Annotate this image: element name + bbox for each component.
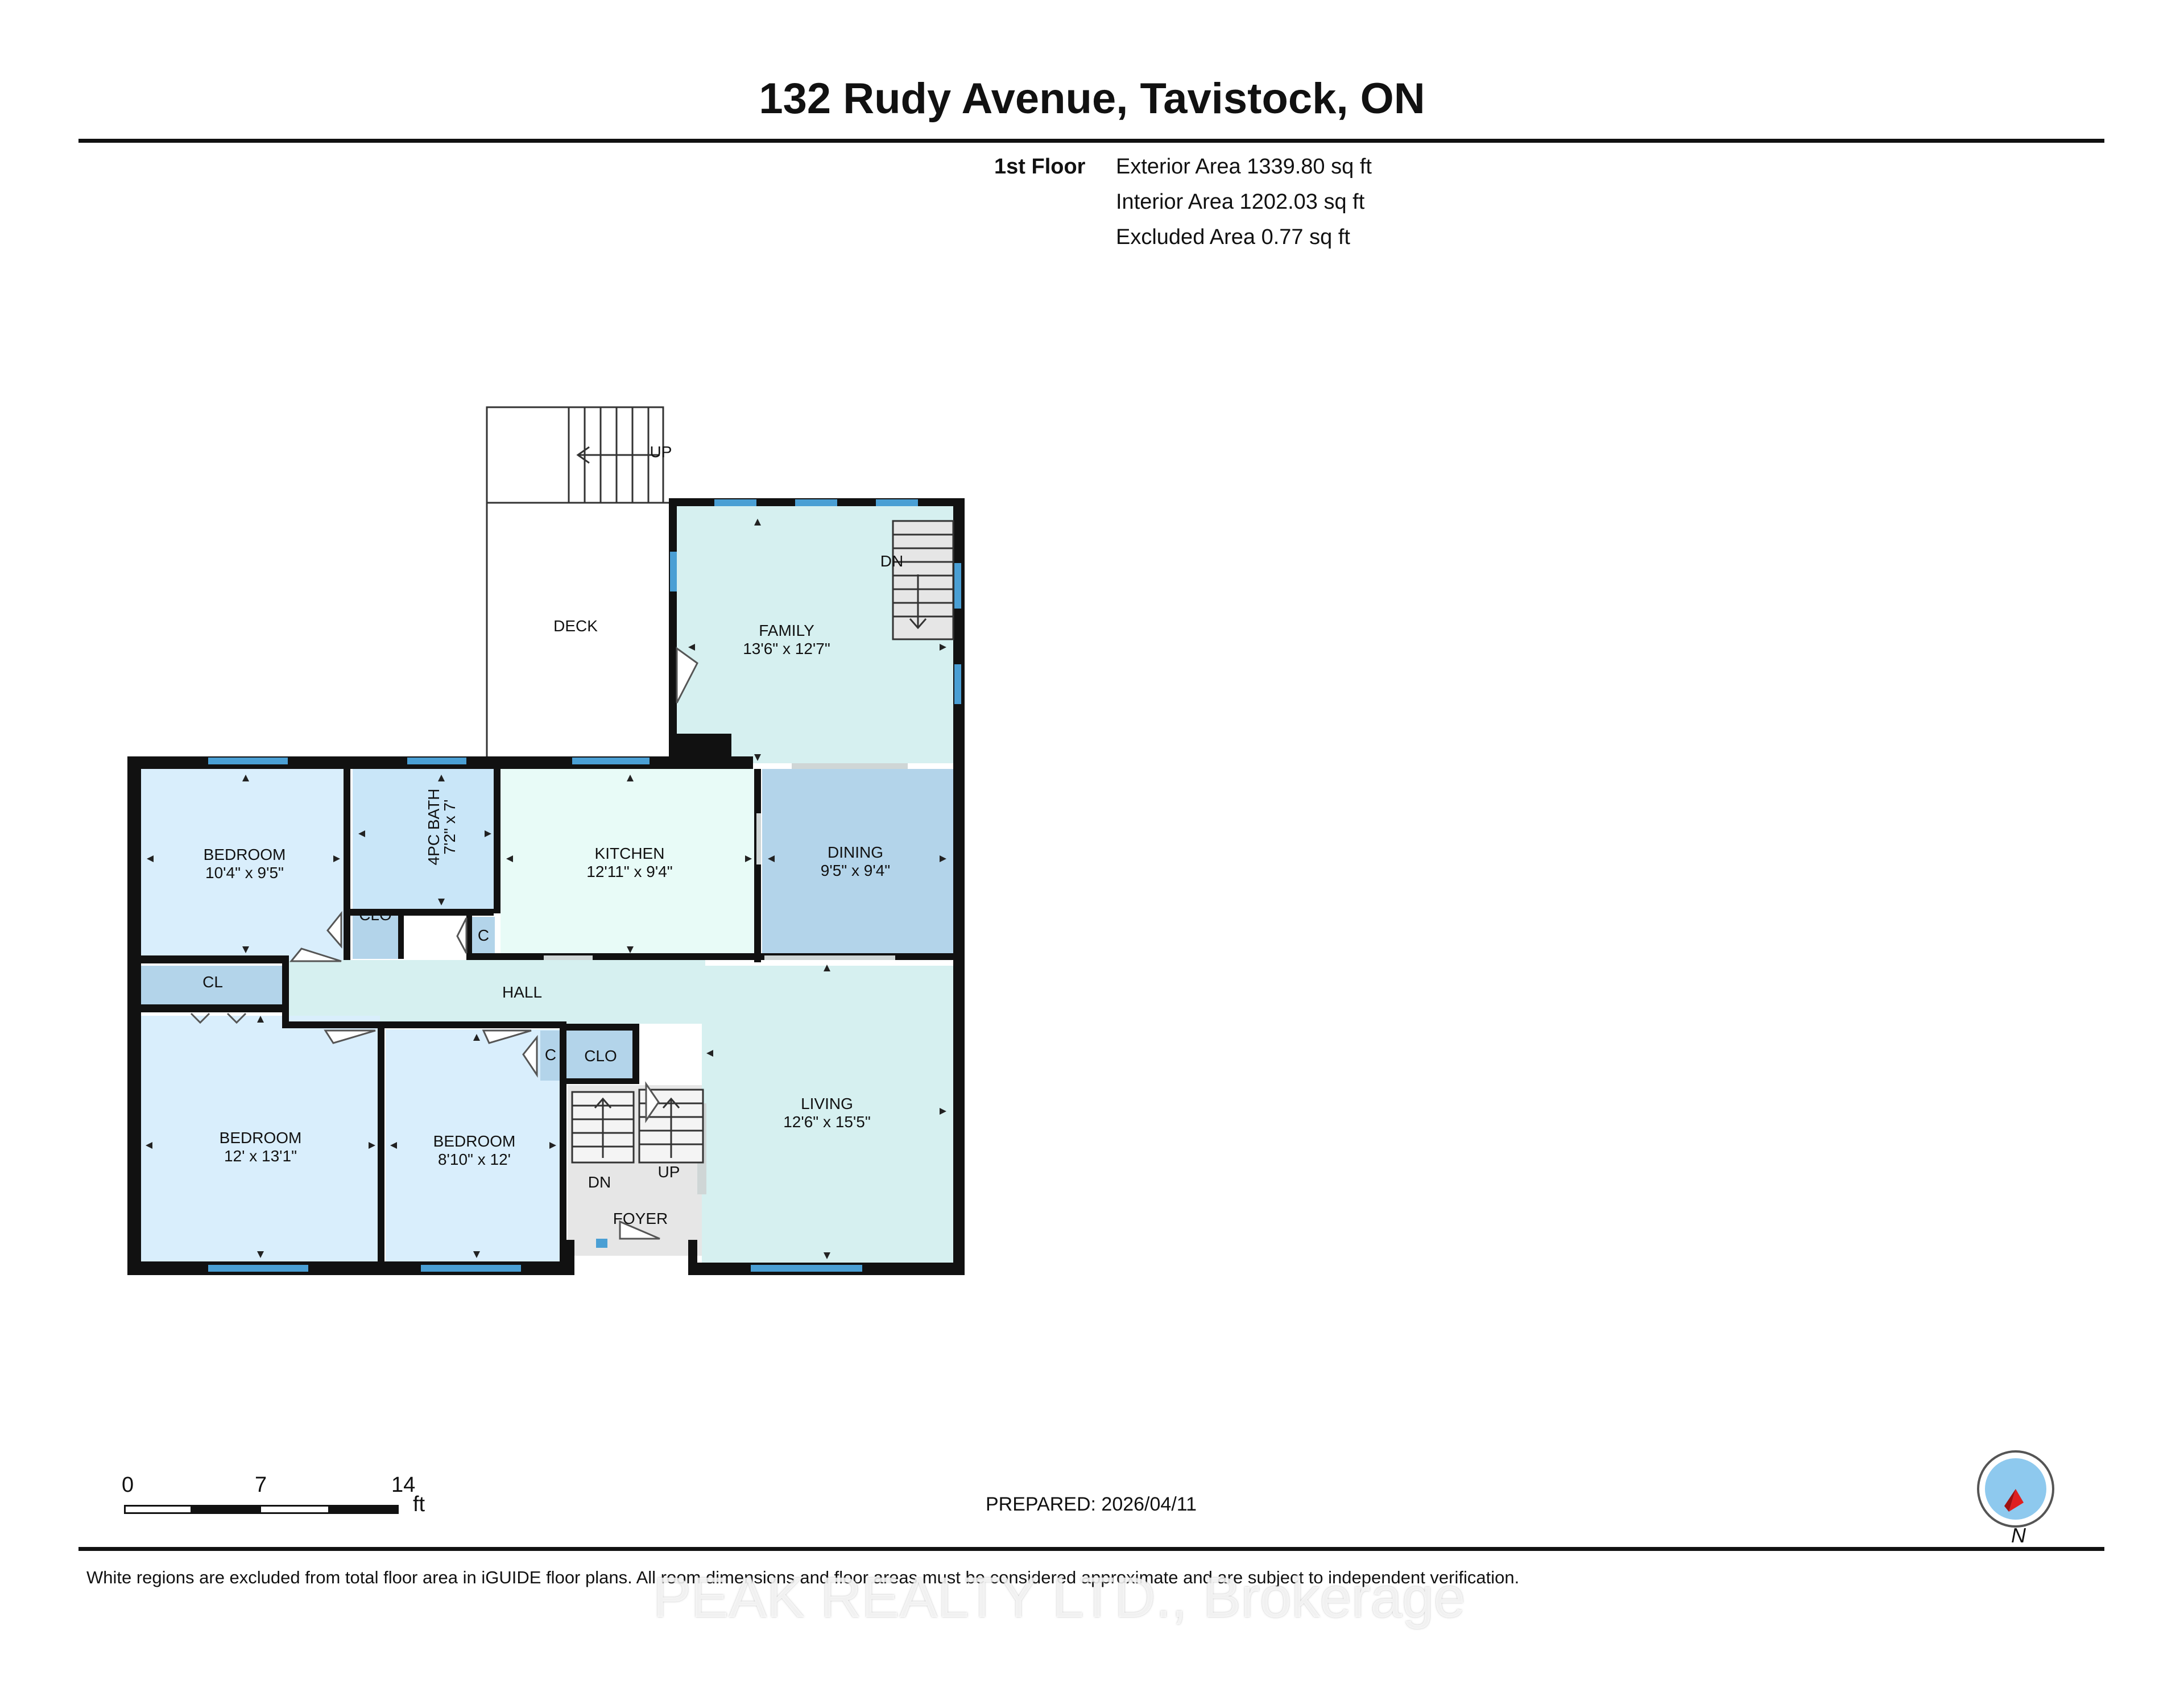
scale-segment bbox=[259, 1505, 330, 1514]
dimension-markers bbox=[146, 519, 946, 1259]
windows bbox=[208, 499, 961, 1272]
dining-label: DINING bbox=[828, 843, 883, 861]
family-label: FAMILY bbox=[759, 622, 814, 639]
interior-walls bbox=[141, 769, 965, 1266]
exterior-area: Exterior Area 1339.80 sq ft bbox=[1116, 155, 1372, 179]
scale-unit: ft bbox=[413, 1492, 425, 1516]
living-dims: 12'6" x 15'5" bbox=[783, 1113, 871, 1131]
bedroom-sw-dims: 12' x 13'1" bbox=[224, 1147, 297, 1165]
scale-tick-7: 7 bbox=[255, 1473, 267, 1497]
hall-label: HALL bbox=[502, 983, 542, 1001]
foyer-stairs bbox=[571, 1089, 704, 1164]
bedroom-nw-label: BEDROOM bbox=[204, 846, 286, 863]
interior-area: Interior Area 1202.03 sq ft bbox=[1116, 190, 1365, 214]
living-room bbox=[702, 966, 961, 1267]
clo-2-label: CLO bbox=[584, 1047, 617, 1065]
deck-stairs bbox=[568, 407, 660, 503]
clo-1-label: CLO bbox=[359, 906, 392, 924]
header-rule bbox=[78, 139, 2104, 143]
bath-room bbox=[353, 769, 495, 909]
scale-segment bbox=[191, 1505, 261, 1514]
footer-rule bbox=[78, 1547, 2104, 1551]
foyer-label: FOYER bbox=[613, 1210, 668, 1227]
scale-segment bbox=[328, 1505, 399, 1514]
closet-c-1 bbox=[472, 917, 495, 958]
living-label: LIVING bbox=[801, 1095, 853, 1112]
deck-up-label: UP bbox=[650, 443, 672, 461]
deck-area bbox=[486, 406, 672, 760]
bedroom-nw bbox=[141, 769, 347, 960]
deck-label: DECK bbox=[553, 617, 598, 635]
bedroom-s-dims: 8'10" x 12' bbox=[438, 1151, 511, 1168]
compass-label: N bbox=[2011, 1524, 2026, 1546]
kitchen-dims: 12'11" x 9'4" bbox=[586, 863, 672, 880]
foyer-dn-label: DN bbox=[588, 1173, 611, 1191]
bedroom-sw-label: BEDROOM bbox=[220, 1129, 302, 1147]
closet-c-2 bbox=[540, 1031, 561, 1081]
bath-dims: 7'2" x 7' bbox=[441, 800, 458, 855]
scale-segment bbox=[124, 1505, 192, 1514]
scale-bar: 0 7 14 ft bbox=[114, 1473, 455, 1519]
door-swings bbox=[190, 647, 698, 1240]
compass-icon: N bbox=[1977, 1450, 2054, 1546]
disclaimer-text: White regions are excluded from total fl… bbox=[86, 1567, 1520, 1587]
excluded-area: Excluded Area 0.77 sq ft bbox=[1116, 225, 1350, 249]
closet-clo-1 bbox=[353, 913, 398, 959]
page-title: 132 Rudy Avenue, Tavistock, ON bbox=[759, 75, 1425, 123]
dining-dims: 9'5" x 9'4" bbox=[821, 862, 890, 879]
hall-area bbox=[289, 960, 705, 1024]
prepared-date: PREPARED: 2026/04/11 bbox=[986, 1493, 1197, 1515]
closet-cl bbox=[141, 966, 284, 1010]
family-dn-label: DN bbox=[880, 552, 903, 570]
family-dims: 13'6" x 12'7" bbox=[743, 640, 830, 657]
dining-room bbox=[762, 769, 961, 960]
c-2-label: C bbox=[545, 1046, 556, 1064]
scale-tick-0: 0 bbox=[122, 1473, 134, 1497]
kitchen-room bbox=[500, 769, 756, 960]
bedroom-nw-dims: 10'4" x 9'5" bbox=[205, 864, 284, 882]
bedroom-s-label: BEDROOM bbox=[433, 1132, 516, 1150]
brokerage-watermark: PEAK REALTY LTD., Brokerage bbox=[653, 1566, 1466, 1629]
cl-label: CL bbox=[202, 973, 223, 991]
bedroom-sw bbox=[141, 1016, 380, 1267]
foyer-up-label: UP bbox=[658, 1163, 680, 1181]
family-stairs bbox=[892, 520, 954, 640]
scale-tick-14: 14 bbox=[391, 1473, 416, 1497]
c-1-label: C bbox=[478, 926, 489, 944]
floor-label: 1st Floor bbox=[994, 155, 1086, 179]
kitchen-label: KITCHEN bbox=[595, 845, 665, 862]
closet-clo-2 bbox=[566, 1031, 632, 1081]
bath-label: 4PC BATH bbox=[425, 789, 442, 866]
